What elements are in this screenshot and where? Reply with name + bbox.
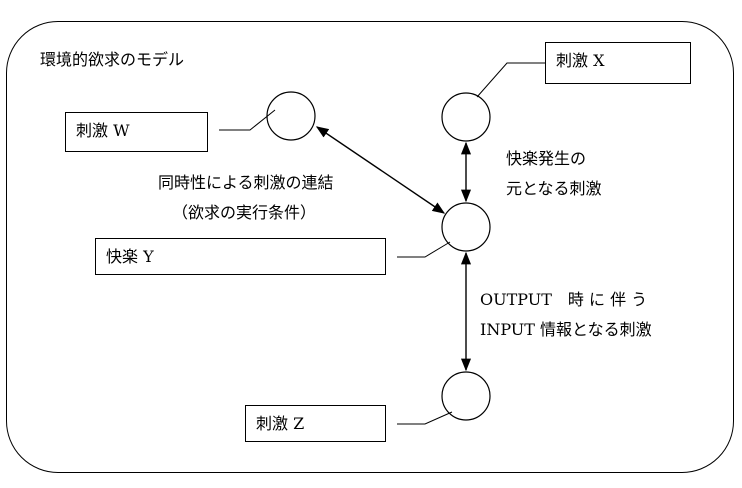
xy-annotation-line2: 元となる刺激 [506,179,602,198]
node-y [441,202,491,252]
leader-x [476,62,545,98]
stimulus-z-box: 刺激 Z [245,405,386,442]
leader-w [219,109,276,131]
node-w [266,91,316,141]
xy-annotation-line1: 快楽発生の [506,149,587,168]
stimulus-x-box: 刺激 X [545,42,691,84]
pleasure-y-box: 快楽 Y [95,238,386,275]
node-x [441,92,491,142]
node-z [441,371,491,421]
yz-annotation-line1: OUTPUT 時 に 伴 う [480,290,648,309]
model-frame [6,21,734,473]
diagram-title: 環境的欲求のモデル [40,50,185,69]
leader-z [397,411,453,425]
yz-annotation-line2: INPUT 情報となる刺激 [480,320,652,339]
leader-y [397,241,451,258]
wy-annotation-line2: （欲求の実行条件） [172,203,317,222]
stimulus-w-box: 刺激 W [65,112,208,152]
wy-annotation-line1: 同時性による刺激の連結 [158,173,334,192]
arrow-w-y [315,126,446,214]
